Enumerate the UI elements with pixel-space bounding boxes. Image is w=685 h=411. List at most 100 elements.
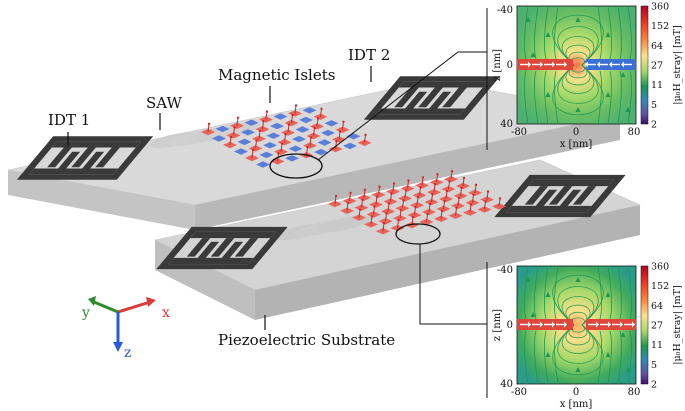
back-moment-arrow [251,149,254,159]
front-moment-arrow [416,197,419,206]
inset-top: -40 0 40 -80 0 80 x [nm] z [nm] 36015264… [492,2,683,151]
inset-bottom-field-line [565,324,591,346]
inset-top-field-line [544,70,549,125]
front-moment-arrow [407,180,409,189]
saw-wave-back [149,122,261,148]
inset-bottom-field-line [607,265,612,320]
front-moment-arrow [402,200,404,209]
front-moment-arrow [484,201,486,210]
back-moment-arrow [309,137,312,146]
inset-top-field-line [534,70,539,125]
inset-top-magnetization-head [597,61,600,68]
inset-bottom-magnetization-head [632,321,635,328]
back-moment-head [316,117,320,120]
substrate-front-side [255,205,640,320]
inset-top-colorbar [640,5,649,125]
inset-top-field-arrow [575,17,581,22]
front-moment-head [411,215,415,219]
front-moment-arrow [373,206,375,215]
inset-top-field-line [607,70,612,125]
front-moment-head [462,176,466,180]
front-moment-arrow [378,186,380,195]
back-moment-arrow [306,147,308,156]
inset-top-field-arrow [605,32,611,37]
inset-top-field-line [554,70,559,125]
idt1-back [16,136,154,180]
front-moment-head [397,218,400,222]
front-moment-arrow [387,203,390,212]
front-moment-head [334,194,338,198]
axis-x-arrow [117,300,151,314]
inset-bottom-field-arrow [530,312,536,317]
front-moment-head [472,193,475,196]
inset-top-field-line [627,70,632,125]
back-moment-arrow [294,105,297,114]
inset-bottom-field-line [597,265,602,320]
inset-top-colorbar-tick: 64 [651,41,663,52]
back-moment-head [294,104,298,107]
inset-top-magnetization-head [585,61,588,68]
substrate-back-side [195,115,620,230]
front-moment-head [349,191,352,195]
label-idt1: IDT 1 [48,111,90,129]
front-moment-head [419,186,422,189]
front-moment-head [385,212,388,215]
front-moment-arrow [450,171,453,180]
front-moment-head [390,192,393,195]
front-moment-arrow [375,196,378,205]
inset-top-field-arrow [620,72,626,77]
inset-bottom-field-line [557,324,599,364]
back-islet [263,142,277,149]
back-islet [295,126,310,133]
inset-top-xtick-2: 80 [628,127,641,138]
inset-bottom-field-line [597,330,602,385]
inset-bottom-field-arrow [625,367,631,372]
axis-z-label: z [124,345,131,361]
zoom-circle-front [395,223,441,245]
inset-bottom-field-arrow [605,292,611,297]
back-moment-head [207,122,211,126]
inset-bottom-field-line [534,265,539,320]
inset-top-magnetization-head [540,61,543,68]
back-islet [256,161,270,168]
front-moment-head [399,209,403,212]
front-moment-head [404,189,408,192]
back-moment-head [258,129,262,132]
front-moment-head [428,202,432,206]
front-moment-head [431,192,434,196]
inset-top-field-arrow [545,32,551,37]
back-islet [237,138,252,146]
back-islet [324,120,339,127]
front-moment-head [457,196,461,199]
inset-bottom-field-line [544,265,549,320]
back-moment-head [338,130,342,133]
inset-bottom-field-line [552,274,604,326]
inset-top-streamlines [524,5,632,125]
front-moment-arrow [346,202,349,211]
back-moment-head [306,146,309,149]
inset-top-magnetization-head [528,61,531,68]
label-substrate: Piezoelectric Substrate [218,331,395,349]
inset-bottom-magnetization-head [620,321,623,328]
back-islet [244,119,259,126]
front-moment-head [382,222,386,225]
front-moment-head [469,203,473,206]
front-moment-arrow [363,189,366,198]
inset-bottom-colorbar [640,265,649,385]
inset-bottom-field-line [627,265,632,320]
inset-bottom-colorbar-tick: 11 [651,340,663,351]
inset-bottom-field-line [617,330,622,385]
back-islet [270,122,284,130]
inset-bottom-field-arrow [620,332,626,337]
back-islet [215,125,230,133]
back-moment-head [364,133,367,136]
inset-top-ztick-0: -40 [497,5,513,16]
back-moment-arrow [229,136,232,146]
back-moment-arrow [262,121,264,130]
front-moment-head [445,189,449,193]
inset-bottom-field-line [534,330,539,385]
front-moment-arrow [472,194,474,203]
inset-top-colorbar-tick: 360 [651,2,669,13]
inset-bottom-magnetization-head [528,321,531,328]
